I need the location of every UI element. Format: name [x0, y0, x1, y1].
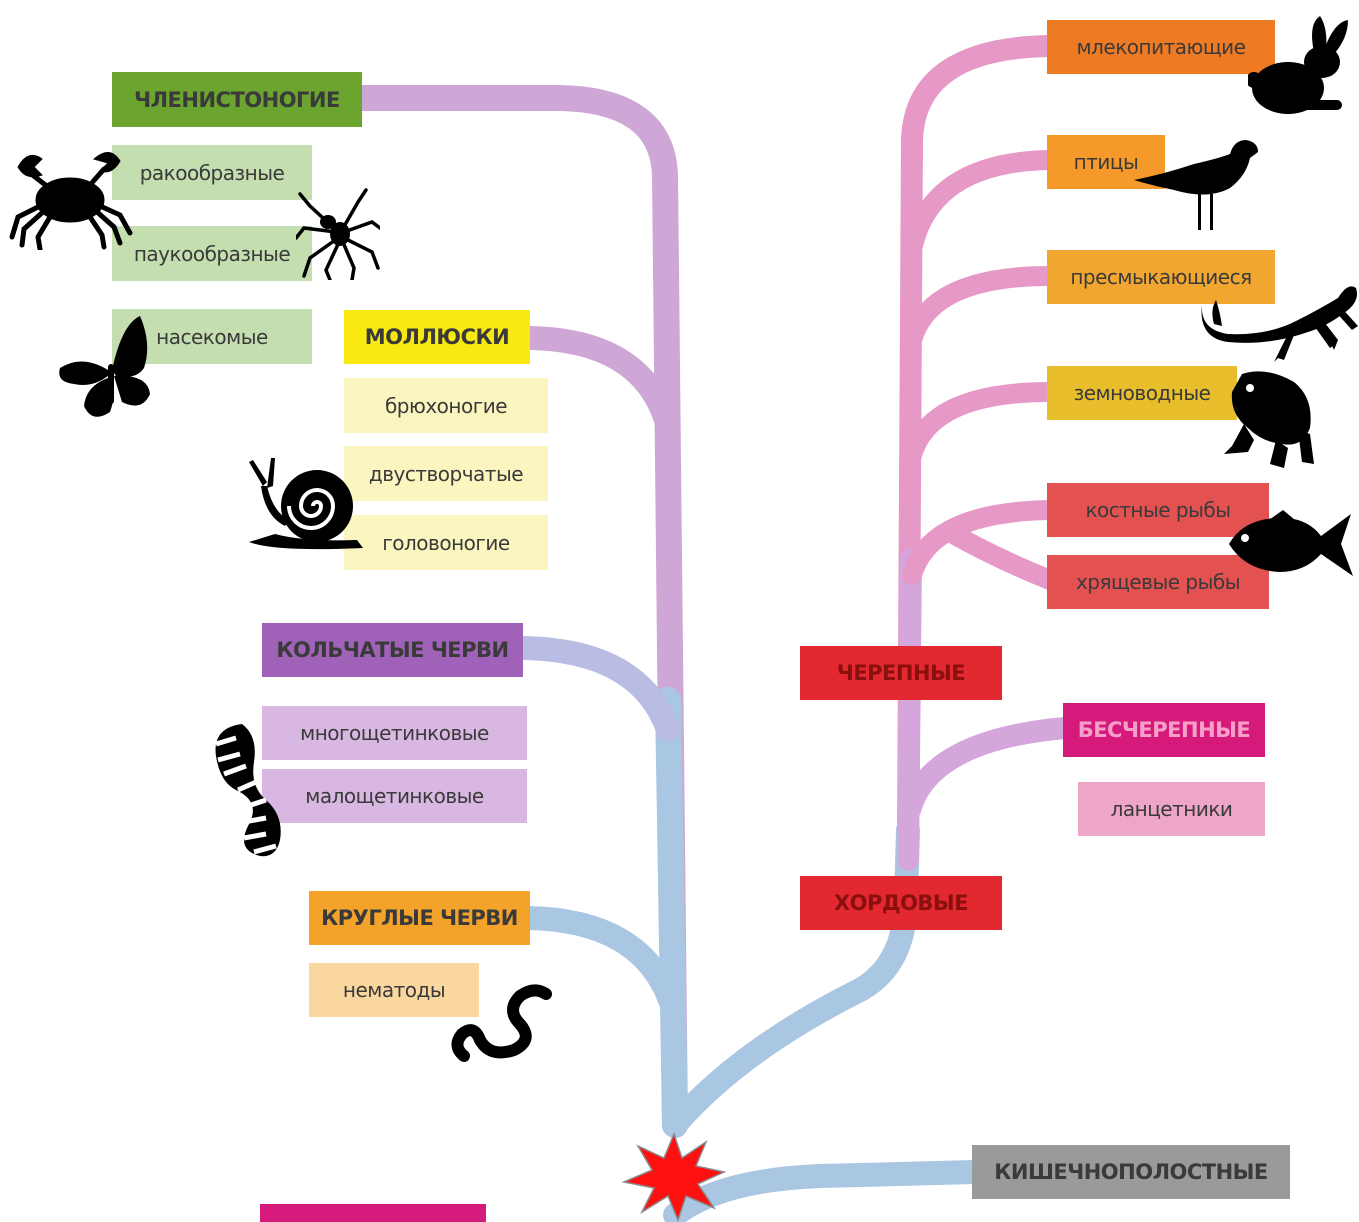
label-oligochaetes: малощетинковые	[262, 769, 527, 823]
fish-icon	[1229, 510, 1353, 576]
label-reptiles: пресмыкающиеся	[1047, 250, 1275, 304]
branch-coelenterates	[663, 1160, 987, 1222]
branch-chordates-upper	[897, 35, 1061, 841]
branch-amphibians	[902, 382, 1060, 465]
label-arthropods: ЧЛЕНИСТОНОГИЕ	[112, 72, 362, 127]
rabbit-icon	[1248, 16, 1348, 114]
bird-icon	[1134, 140, 1258, 230]
label-crustaceans: ракообразные	[112, 145, 312, 200]
label-nematodes: нематоды	[309, 963, 479, 1017]
branch-chordates	[663, 818, 920, 1137]
nematode-icon	[451, 984, 552, 1062]
earthworm-icon	[215, 724, 281, 857]
label-roundworms: КРУГЛЫЕ ЧЕРВИ	[309, 891, 530, 945]
label-mollusks: МОЛЛЮСКИ	[344, 310, 530, 364]
label-lancelets: ланцетники	[1078, 782, 1265, 836]
label-coelenterates: КИШЕЧНОПОЛОСТНЫЕ	[972, 1145, 1290, 1199]
label-annelids: КОЛЬЧАТЫЕ ЧЕРВИ	[262, 623, 523, 677]
label-acraniates: БЕСЧЕРЕПНЫЕ	[1063, 703, 1265, 757]
snail-icon	[249, 458, 363, 550]
origin-star-icon	[622, 1132, 726, 1222]
label-birds: птицы	[1047, 135, 1165, 189]
branch-cartilaginous-fish	[945, 525, 1060, 590]
branch-main-trunk-lower	[655, 687, 688, 1138]
branch-reptiles	[902, 266, 1060, 350]
spider-icon	[296, 188, 380, 280]
label-polychaetes: многощетинковые	[262, 706, 527, 760]
branch-acraniates	[899, 717, 1076, 821]
label-amphibians: земноводные	[1047, 366, 1237, 420]
branch-roundworms	[516, 906, 682, 1012]
label-craniates: ЧЕРЕПНЫЕ	[800, 646, 1002, 700]
frog-icon	[1224, 371, 1314, 468]
branch-main-trunk	[349, 85, 688, 1138]
branch-mollusks	[518, 326, 678, 432]
label-bony-fish: костные рыбы	[1047, 483, 1269, 537]
crab-icon	[9, 152, 133, 250]
branch-annelids	[511, 636, 680, 742]
branch-birds	[902, 150, 1060, 260]
label-chordates: ХОРДОВЫЕ	[800, 876, 1002, 930]
butterfly-icon	[59, 316, 150, 417]
label-bivalves: двустворчатые	[344, 446, 548, 501]
label-mammals: млекопитающие	[1047, 20, 1275, 74]
label-gastropods: брюхоногие	[344, 378, 548, 433]
label-cephalopods: головоногие	[344, 515, 548, 570]
label-partial-bottom	[260, 1204, 486, 1222]
lizard-icon	[1201, 286, 1358, 362]
label-cartilaginous-fish: хрящевые рыбы	[1047, 555, 1269, 609]
label-arachnids: паукообразные	[112, 226, 312, 281]
